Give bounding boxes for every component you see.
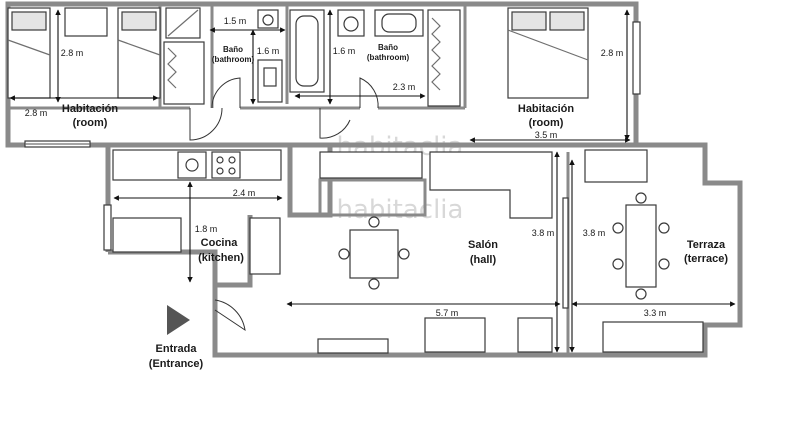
bath-mid-fixtures xyxy=(289,9,461,107)
dimension-lines xyxy=(9,9,736,353)
room-bedroom-right-alt: (room) xyxy=(529,117,564,129)
dim-living-height: 3.8 m xyxy=(532,228,555,238)
bed-left-a xyxy=(7,7,51,99)
room-terrace-name: Terraza xyxy=(687,239,726,251)
kitchen-fixtures xyxy=(112,149,282,275)
entrance-arrow-icon xyxy=(167,305,190,335)
dimension-labels: 2.8 m 2.8 m 1.5 m 1.6 m 1.6 m 2.3 m 2.8 … xyxy=(25,16,667,318)
doors xyxy=(189,77,379,332)
dim-bath-left-height: 1.6 m xyxy=(257,46,280,56)
dim-bed-left-height: 2.8 m xyxy=(61,48,84,58)
dim-bed-right-width: 3.5 m xyxy=(535,130,558,140)
room-bath-mid-name: Baño xyxy=(378,43,398,52)
room-kitchen-name: Cocina xyxy=(201,237,239,249)
room-labels: Habitación (room) Baño (bathroom) Baño (… xyxy=(62,43,728,370)
room-terrace-alt: (terrace) xyxy=(684,253,728,265)
watermark-text-2: habitaclia xyxy=(337,195,464,225)
room-bedroom-left-name: Habitación xyxy=(62,103,119,115)
bed-left-b xyxy=(117,7,161,99)
room-bath-left-name: Baño xyxy=(223,45,243,54)
bath-left-fixtures xyxy=(163,7,283,105)
room-entrance-name: Entrada xyxy=(156,343,198,355)
room-bedroom-right-name: Habitación xyxy=(518,103,575,115)
dim-bed-right-height: 2.8 m xyxy=(601,48,624,58)
dim-bath-mid-height: 1.6 m xyxy=(333,46,356,56)
room-bedroom-left-alt: (room) xyxy=(73,117,108,129)
dim-bath-left-width: 1.5 m xyxy=(224,16,247,26)
terrace-fixtures xyxy=(584,149,704,353)
room-living-alt: (hall) xyxy=(470,254,497,266)
dim-terrace-width: 3.3 m xyxy=(644,308,667,318)
room-bath-mid-alt: (bathroom) xyxy=(367,53,410,62)
dim-kitchen-height: 1.8 m xyxy=(195,224,218,234)
dim-living-width: 5.7 m xyxy=(436,308,459,318)
nightstand xyxy=(64,7,108,37)
dim-bed-left-width: 2.8 m xyxy=(25,108,48,118)
dim-kitchen-width: 2.4 m xyxy=(233,188,256,198)
room-bath-left-alt: (bathroom) xyxy=(212,55,255,64)
bed-right xyxy=(507,7,589,99)
dim-terrace-height: 3.8 m xyxy=(583,228,606,238)
room-living-name: Salón xyxy=(468,239,498,251)
windows xyxy=(24,21,641,354)
room-entrance-alt: (Entrance) xyxy=(149,358,204,370)
dim-bath-mid-width: 2.3 m xyxy=(393,82,416,92)
room-kitchen-alt: (kitchen) xyxy=(198,252,244,264)
living-fixtures xyxy=(319,151,553,353)
